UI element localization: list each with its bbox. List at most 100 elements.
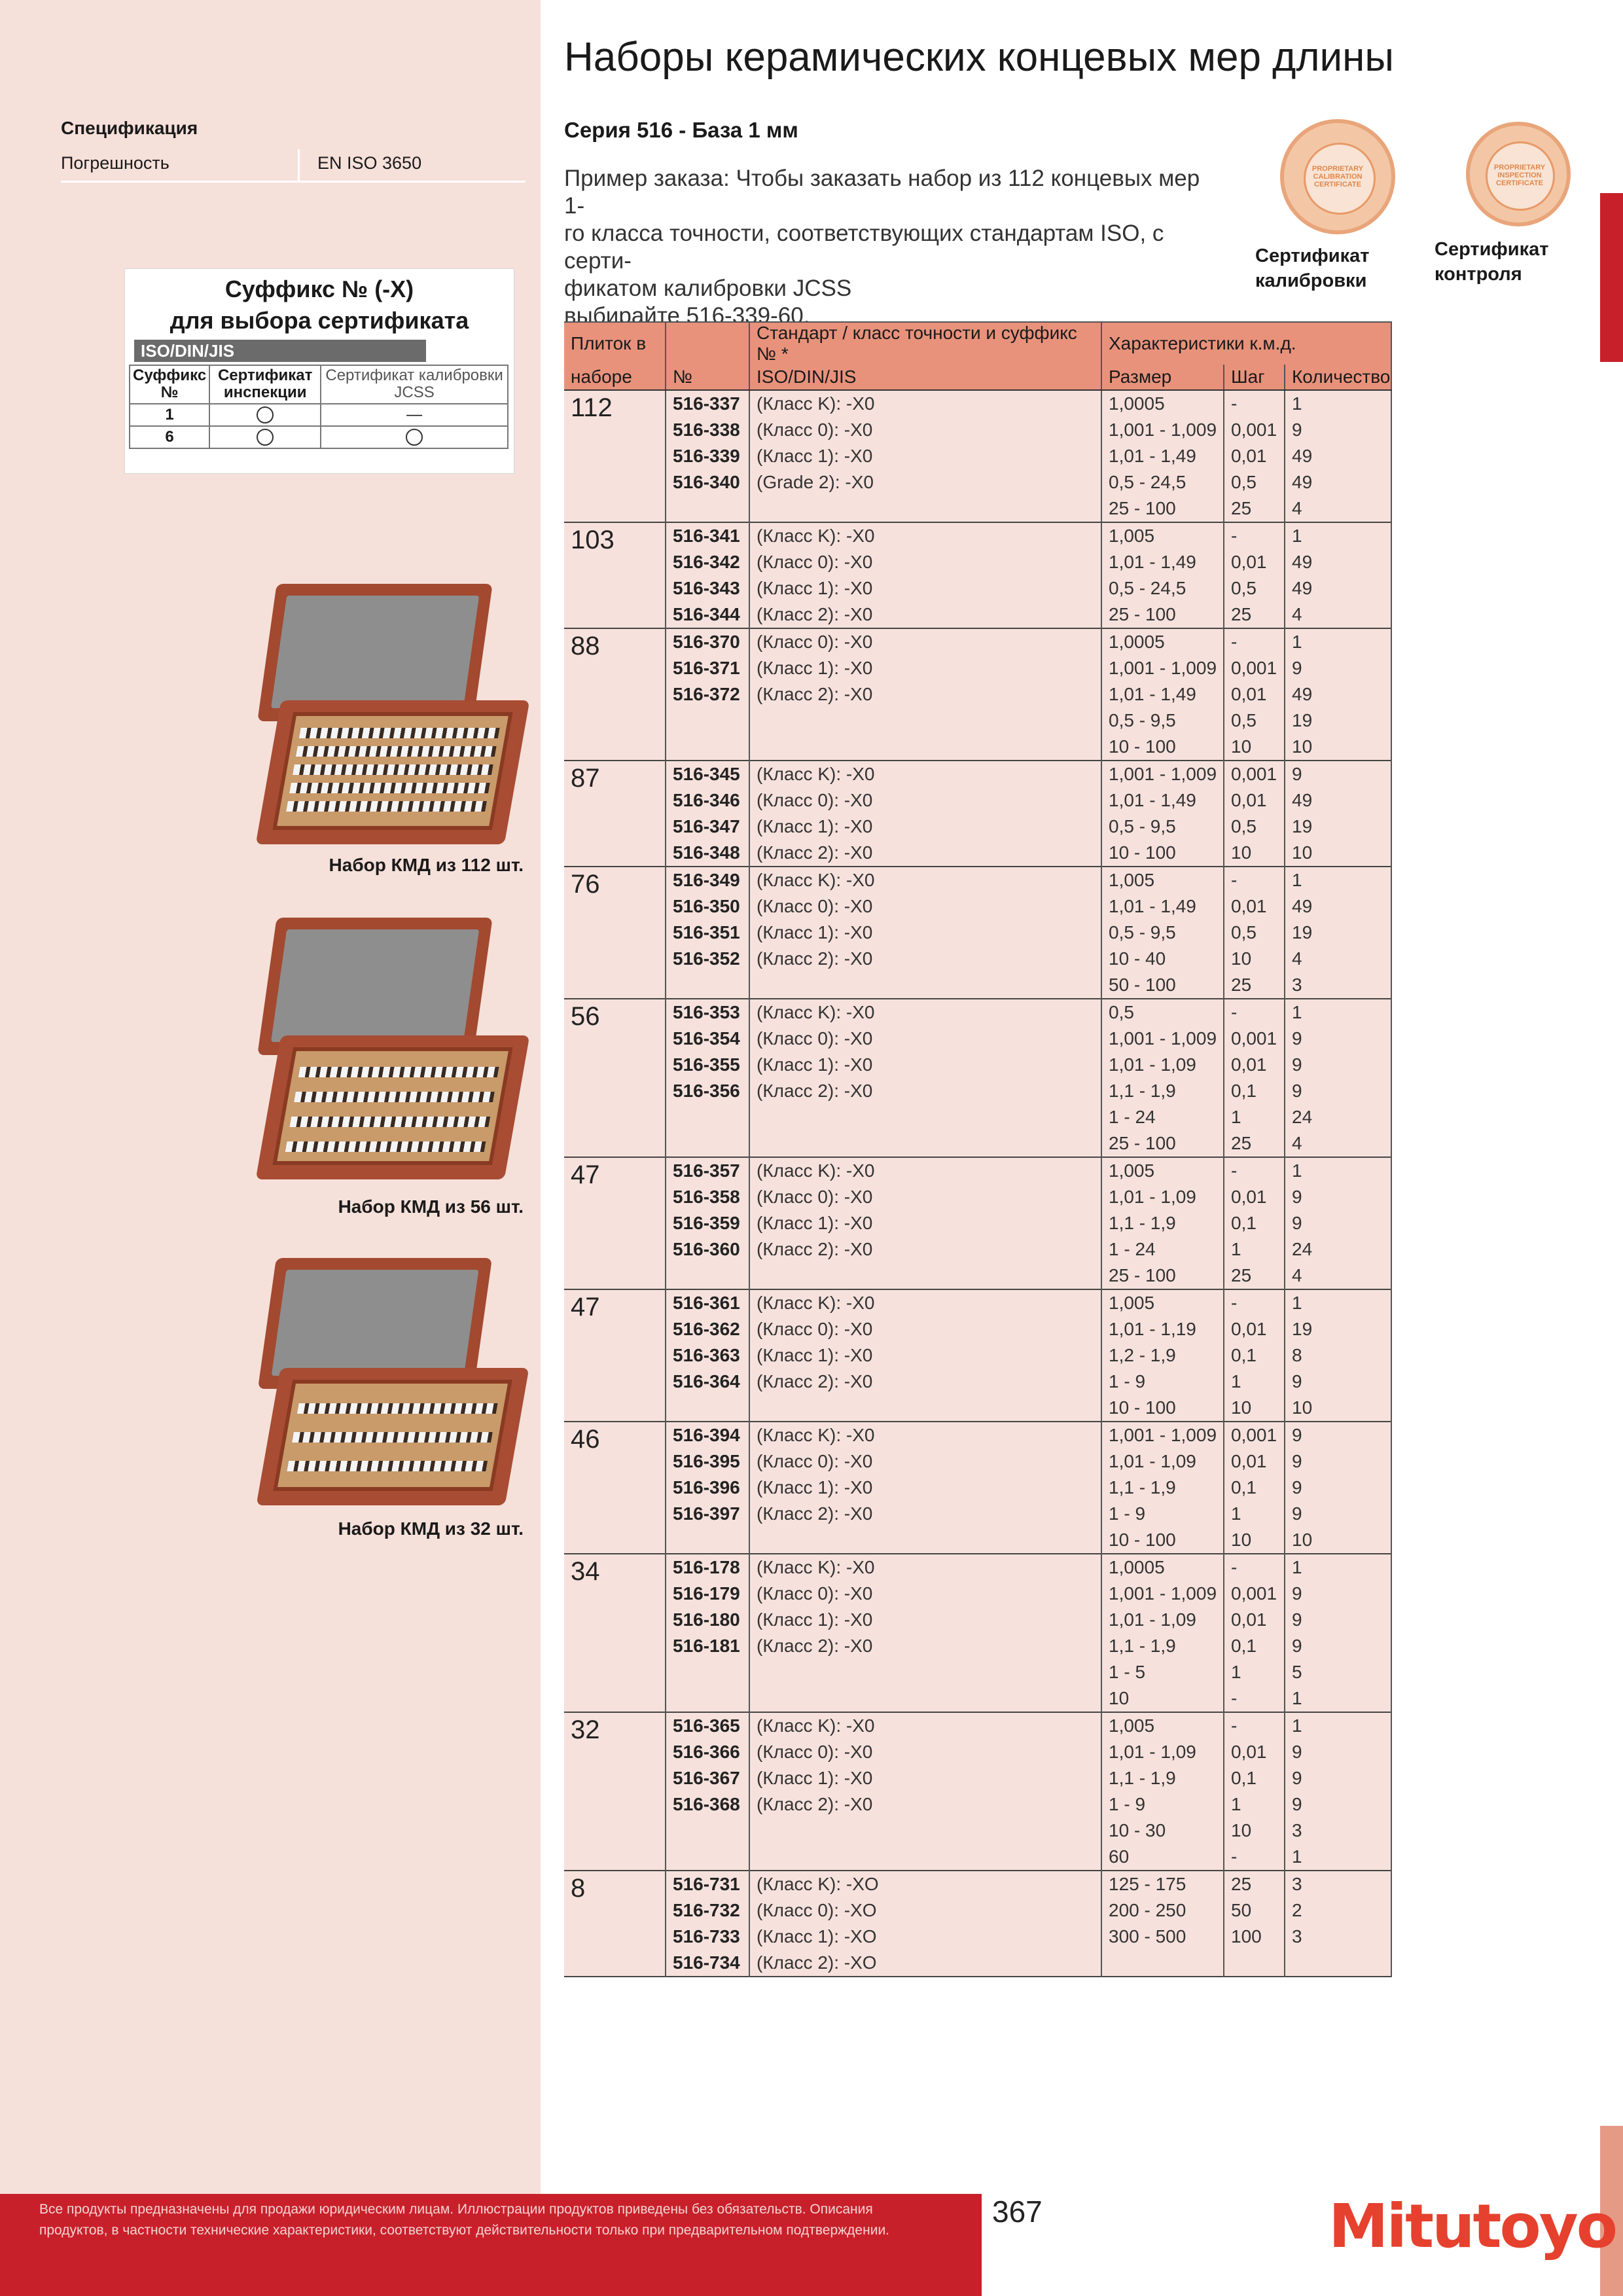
- step-value: 25: [1231, 975, 1252, 995]
- qty-value: 1: [1292, 1688, 1302, 1708]
- qty-value: 49: [1292, 552, 1313, 572]
- class-value: (Класс 0): -XO: [757, 1900, 877, 1920]
- step-value: 1: [1231, 1371, 1241, 1391]
- step-value: 0,001: [1231, 658, 1277, 678]
- size-value: 1,01 - 1,49: [1109, 896, 1196, 916]
- code-value: 516-360: [673, 1239, 740, 1259]
- step-value: 0,5: [1231, 922, 1257, 942]
- circle-icon: [257, 429, 274, 446]
- tiles-cell: 112: [564, 390, 666, 522]
- class-cell: (Класс K): -X0(Класс 0): -X0(Класс 1): -…: [749, 1422, 1102, 1554]
- step-value: 0,01: [1231, 552, 1267, 572]
- tiles-cell: 8: [564, 1871, 666, 1977]
- qty-value: 9: [1292, 1768, 1302, 1788]
- qty-value: 49: [1292, 446, 1313, 466]
- class-cell: (Класс K): -XO (Класс 0): -XO (Класс 1): -…: [749, 1871, 1102, 1977]
- inspection-certificate-label: Сертификат контроля: [1435, 239, 1549, 285]
- qty-value: 9: [1292, 1054, 1302, 1075]
- class-value: (Класс 0): -X0: [757, 552, 873, 572]
- code-value: 516-371: [673, 658, 740, 678]
- qty-value: 9: [1292, 1742, 1302, 1762]
- qty-value: 49: [1292, 896, 1313, 916]
- code-value: 516-394: [673, 1425, 740, 1445]
- step-value: 0,01: [1231, 1609, 1267, 1630]
- qty-value: 9: [1292, 1371, 1302, 1391]
- size-value: 1,005: [1109, 1715, 1155, 1736]
- qty-value: 9: [1292, 1477, 1302, 1498]
- size-value: 1,001 - 1,009: [1109, 420, 1217, 440]
- code-value: 516-368: [673, 1794, 740, 1814]
- code-value: 516-180: [673, 1609, 740, 1630]
- step-value: 1: [1231, 1794, 1241, 1814]
- step-value: 0,1: [1231, 1477, 1257, 1498]
- class-value: (Класс 0): -X0: [757, 1451, 873, 1471]
- qty-value: 49: [1292, 790, 1313, 810]
- size-value: 1,1 - 1,9: [1109, 1768, 1176, 1788]
- qty-value: 9: [1292, 1636, 1302, 1656]
- header-standard: Стандарт / класс точности и суффикс № *: [749, 321, 1102, 365]
- qty-value: 5: [1292, 1662, 1302, 1682]
- header-step: Шаг: [1224, 365, 1285, 391]
- size-value: 0,5 - 9,5: [1109, 710, 1176, 730]
- qty-value: 1: [1292, 870, 1302, 890]
- size-value: 25 - 100: [1109, 1265, 1176, 1285]
- size-value: 10 - 30: [1109, 1820, 1166, 1840]
- step-value: 0,5: [1231, 816, 1257, 836]
- size-value: 1,01 - 1,09: [1109, 1609, 1196, 1630]
- code-value: 516-179: [673, 1583, 740, 1604]
- code-value: 516-734: [673, 1952, 740, 1973]
- code-value: 516-351: [673, 922, 740, 942]
- size-value: 10 - 40: [1109, 948, 1166, 969]
- circle-icon: [406, 429, 423, 446]
- step-value: -: [1231, 526, 1238, 546]
- class-cell: (Класс K): -X0(Класс 0): -X0(Класс 1): -…: [749, 1712, 1102, 1871]
- size-value: 1,01 - 1,09: [1109, 1451, 1196, 1471]
- code-value: 516-359: [673, 1213, 740, 1233]
- qty-value: 19: [1292, 710, 1313, 730]
- qty-value: 3: [1292, 1874, 1302, 1894]
- code-value: 516-340: [673, 472, 740, 492]
- code-value: 516-355: [673, 1054, 740, 1075]
- code-value: 516-348: [673, 842, 740, 863]
- class-value: (Класс K): -XO: [757, 1874, 879, 1894]
- code-value: 516-361: [673, 1293, 740, 1313]
- size-value: 1,1 - 1,9: [1109, 1081, 1176, 1101]
- tiles-cell: 88: [564, 628, 666, 761]
- suffix-title: Суффикс № (-X): [224, 276, 414, 302]
- class-value: (Класс 1): -XO: [757, 1926, 877, 1946]
- step-value: -: [1231, 1688, 1238, 1708]
- qty-value: 9: [1292, 1213, 1302, 1233]
- qty-value: 1: [1292, 1846, 1302, 1867]
- class-cell: (Класс K): -X0(Класс 0): -X0(Класс 1): -…: [749, 522, 1102, 628]
- size-value: 1 - 5: [1109, 1662, 1146, 1682]
- class-value: (Класс K): -X0: [757, 393, 875, 414]
- page-number: 367: [992, 2195, 1043, 2229]
- gauge-set-32-caption: Набор КМД из 32 шт.: [338, 1518, 524, 1539]
- step-value: 10: [1231, 736, 1252, 757]
- tiles-cell: 47: [564, 1289, 666, 1422]
- qty-value: 19: [1292, 816, 1313, 836]
- step-value: 0,01: [1231, 790, 1267, 810]
- step-value: 0,5: [1231, 710, 1257, 730]
- qty-value: 24: [1292, 1107, 1313, 1127]
- section-tab: [1600, 193, 1623, 362]
- size-value: 0,5 - 9,5: [1109, 922, 1176, 942]
- spec-value: EN ISO 3650: [317, 153, 422, 173]
- calibration-seal-text: PROPRIETARY CALIBRATION CERTIFICATE: [1311, 165, 1364, 188]
